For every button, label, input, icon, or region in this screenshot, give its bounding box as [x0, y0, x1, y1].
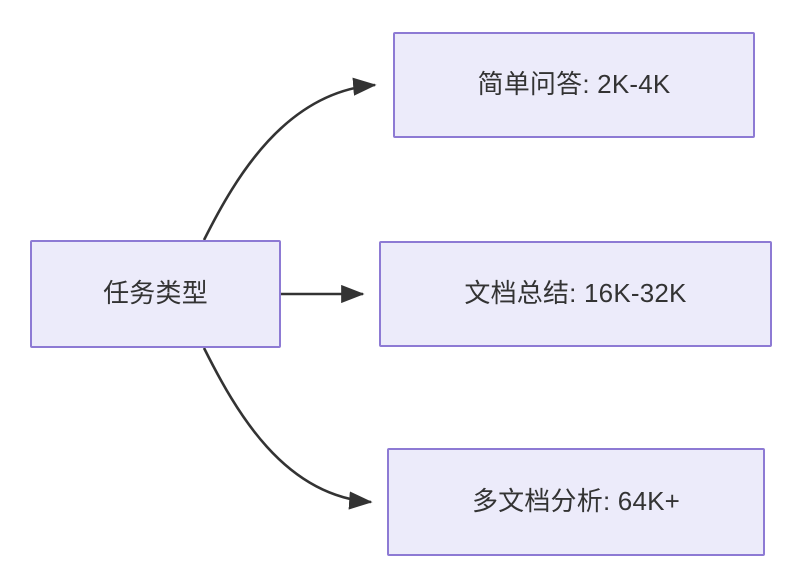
- node-multi-doc-label: 多文档分析: 64K+: [471, 486, 681, 517]
- node-simple-qa-label: 简单问答: 2K-4K: [477, 69, 671, 100]
- node-doc-summary[interactable]: 文档总结: 16K-32K: [379, 241, 772, 347]
- edge-root-to-multi-doc: [202, 347, 373, 510]
- node-root[interactable]: 任务类型: [30, 240, 281, 348]
- node-root-label: 任务类型: [103, 278, 208, 309]
- node-simple-qa[interactable]: 简单问答: 2K-4K: [393, 32, 755, 138]
- node-multi-doc[interactable]: 多文档分析: 64K+: [387, 448, 765, 556]
- edge-root-to-simple-qa: [202, 77, 377, 241]
- node-doc-summary-label: 文档总结: 16K-32K: [464, 278, 687, 309]
